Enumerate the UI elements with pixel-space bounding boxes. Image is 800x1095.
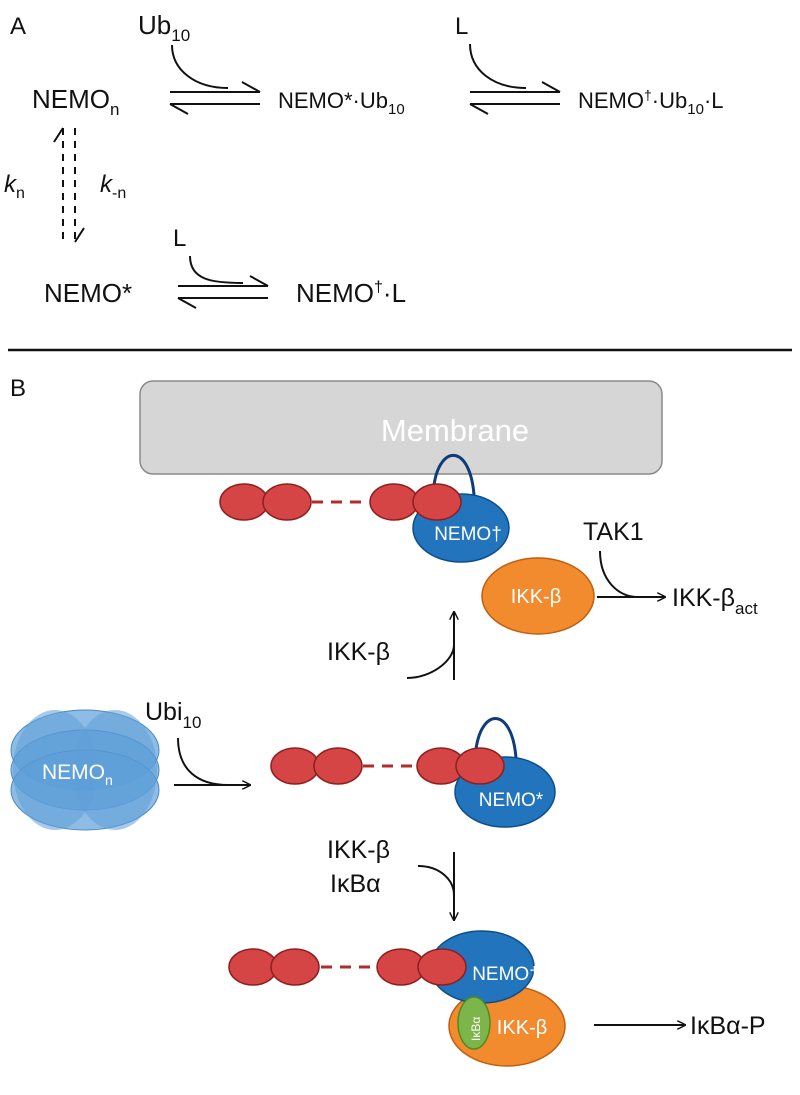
k-minus-n-label: k-n — [100, 171, 126, 202]
l-bottom-label: L — [173, 225, 186, 252]
ubiquitin-middle-last — [455, 747, 505, 785]
panel-a-label: A — [10, 13, 26, 40]
ubiquitin-top-last — [412, 483, 462, 521]
ikba-p-label: IκBα-P — [690, 1012, 766, 1040]
ikk-beta-act-label: IKK-βact — [672, 584, 758, 618]
equilibrium-arrow-2 — [469, 81, 561, 115]
ikba-small-label: IκBα — [469, 1017, 483, 1041]
tak1-curved-arrow — [599, 550, 639, 598]
binding-curved-arrow — [417, 865, 455, 896]
nemo-loop-middle — [474, 717, 518, 759]
nemo-anchor-loop-top — [432, 454, 476, 496]
nemo-dagger-top-label: NEMO† — [434, 524, 502, 545]
ikba-bind-label: IκBα — [330, 870, 381, 898]
nemo-star-label: NEMO* — [44, 278, 132, 308]
ikk-beta-top-label: IKK-β — [511, 586, 561, 608]
ikba-small-ellipse — [457, 996, 491, 1050]
nemo-n-label: NEMOn — [32, 84, 119, 119]
ubiquitin-chain-middle — [270, 747, 466, 785]
nemo-star-middle-label: NEMO* — [479, 790, 544, 811]
ub10-curved-arrow — [171, 44, 229, 89]
ikk-beta-release-label: IKK-β — [327, 638, 390, 666]
nemo-dagger-ub10-l-label: NEMO†·Ub10·L — [578, 87, 724, 118]
dashed-equilibrium-arrow — [53, 127, 85, 243]
k-n-label: kn — [4, 171, 25, 202]
equilibrium-arrow-3 — [177, 275, 269, 309]
panel-b-label: B — [10, 375, 26, 402]
panel-b: B Membrane NEMO† IKK-β TAK1 IKK-βact IKK… — [10, 375, 766, 1067]
l-bottom-curved-arrow — [189, 255, 244, 284]
ikk-beta-bind-label: IKK-β — [327, 836, 390, 864]
equilibrium-arrow-1 — [169, 81, 261, 115]
panel-a: A Ub10 NEMOn NEMO*·Ub10 L NEMO†·Ub10·L — [4, 10, 724, 309]
nemo-dagger-l-label: NEMO†·L — [296, 278, 406, 308]
l-top-curved-arrow — [469, 43, 527, 89]
ubiquitin-bottom-last — [417, 948, 467, 986]
ikk-beta-top-ellipse — [481, 557, 595, 635]
nemo-star-ub10-label: NEMO*·Ub10 — [278, 88, 405, 118]
ubiquitin-chain-top — [219, 483, 419, 521]
l-top-label: L — [455, 13, 468, 40]
nemo-dagger-bottom-label: NEMO† — [472, 964, 540, 985]
ub10-top-label: Ub10 — [138, 10, 190, 45]
tak1-label: TAK1 — [583, 518, 644, 546]
ubi10-label: Ubi10 — [145, 698, 201, 732]
ubi10-curved-arrow — [177, 737, 229, 786]
nemo-oligomer — [10, 709, 160, 831]
ubiquitin-chain-bottom — [228, 948, 426, 986]
ikk-beta-release-arrow — [406, 630, 455, 679]
ikk-beta-bottom-label: IKK-β — [497, 1017, 547, 1039]
nemo-n-oligomer-label: NEMOn — [42, 761, 113, 788]
membrane-label: Membrane — [381, 413, 529, 448]
membrane-box — [139, 380, 663, 475]
